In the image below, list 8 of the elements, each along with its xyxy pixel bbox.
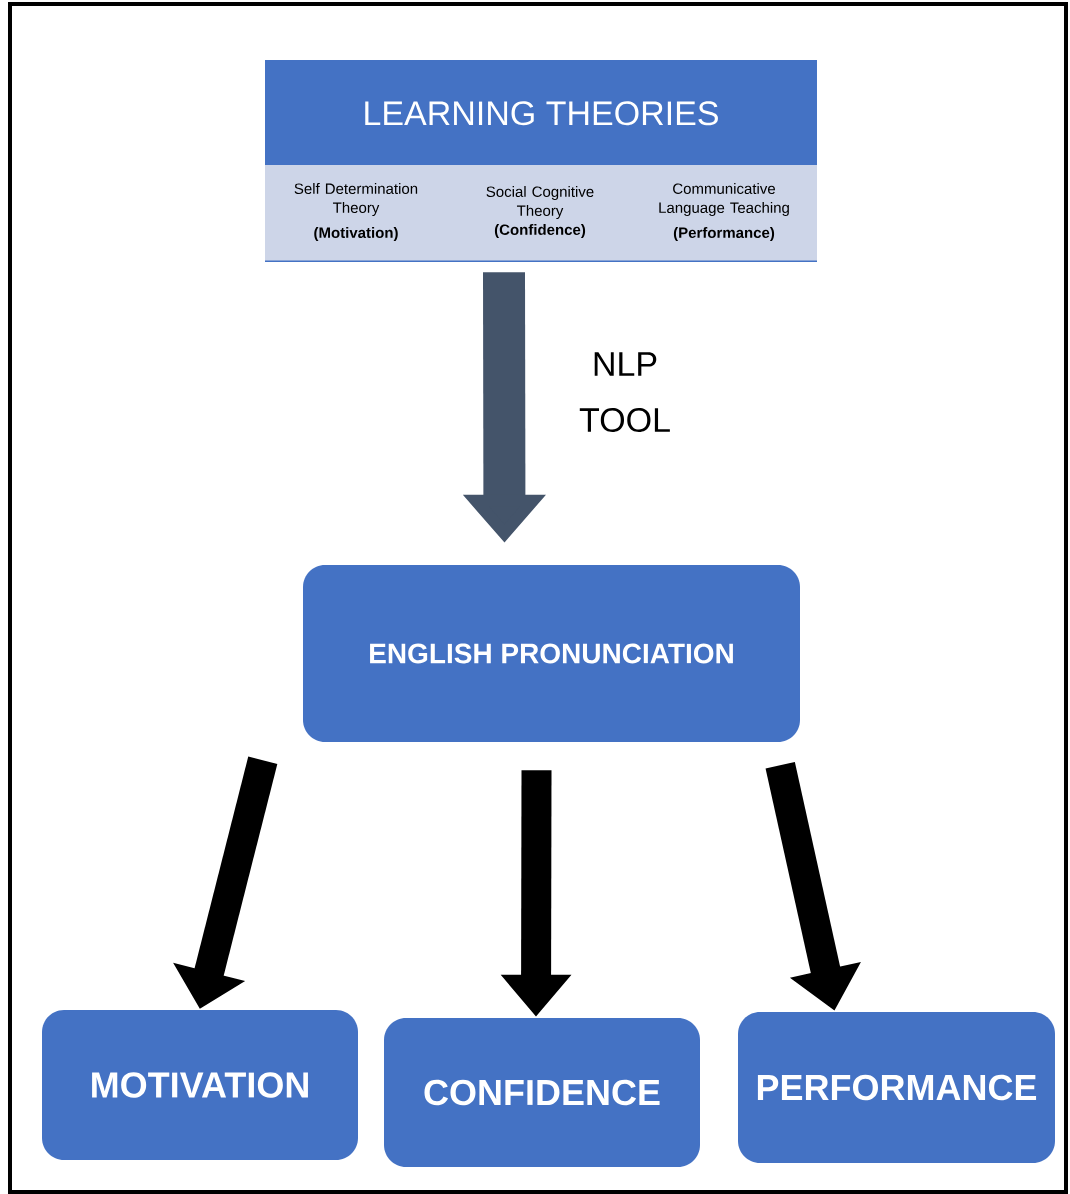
theory-cell: Communicative Language Teaching (Performance) xyxy=(659,183,789,241)
theory-cell: Social Cognitive Theory (Confidence) xyxy=(486,186,594,238)
edge-label: NLP TOOL xyxy=(579,352,670,433)
theory-cell: Self Determination Theory (Motivation) xyxy=(294,183,418,241)
concept-box: PERFORMANCE xyxy=(738,1012,1055,1163)
concept-box: MOTIVATION xyxy=(42,1010,358,1160)
concept-box: ENGLISH PRONUNCIATION xyxy=(303,565,800,742)
concept-box: CONFIDENCE xyxy=(384,1018,700,1167)
